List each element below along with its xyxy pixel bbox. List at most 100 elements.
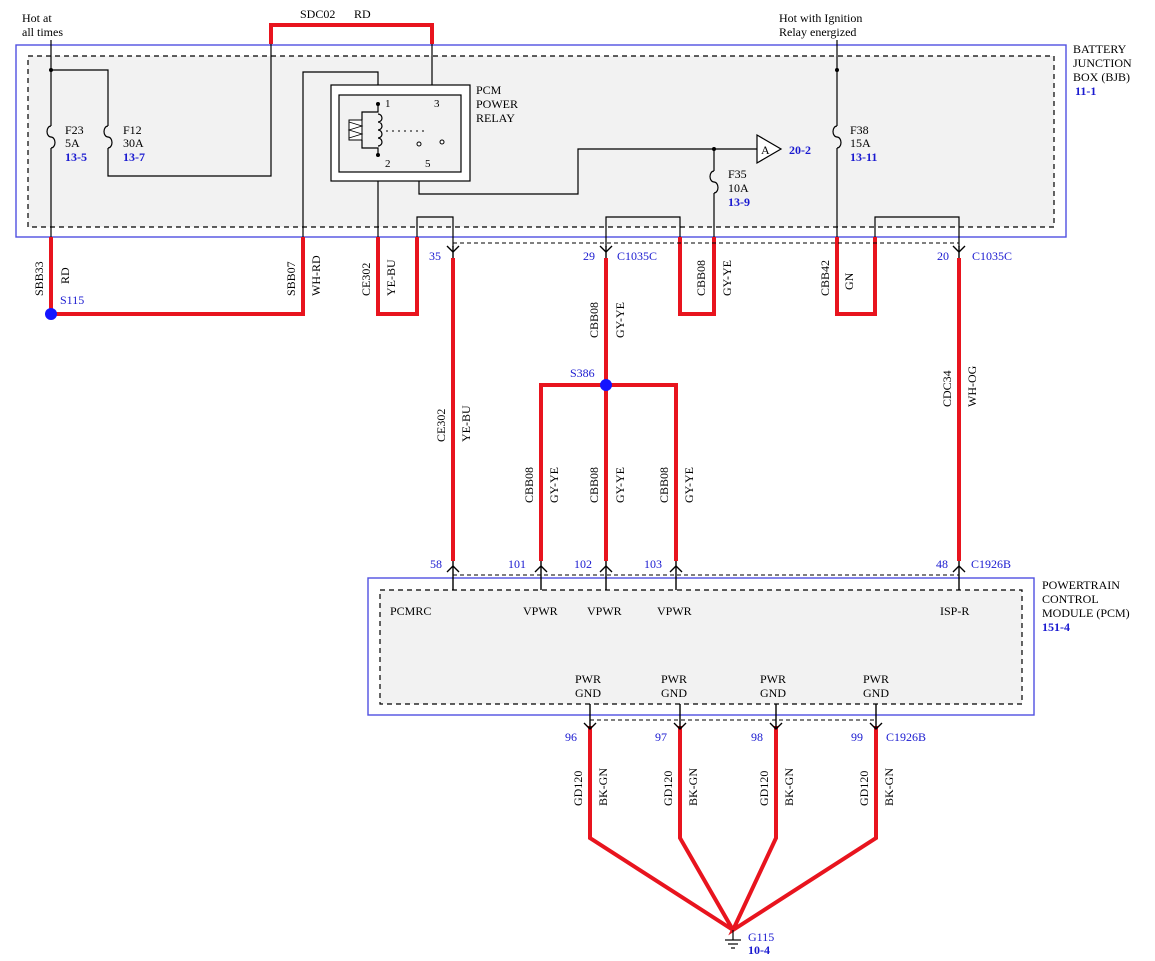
ground-icon [725,930,741,949]
pcm-connector-c1926b-bottom: C1926B [886,730,926,744]
label-gd120-96-color: BK-GN [596,768,610,806]
fuse-f38-rating: 15A [850,136,871,150]
hot-at-all-times-line-1: Hot at [22,11,52,25]
pcm-title-line-3: MODULE (PCM) [1042,606,1130,620]
wire-cbb08-101 [539,383,606,561]
relay-pin-5: 5 [425,158,431,170]
label-cbb08-102-circuit: CBB08 [587,467,601,503]
wire-sdc02 [269,23,434,44]
relay-pin-1: 1 [385,98,391,110]
bjb-connector-c1035c-b: C1035C [972,249,1012,263]
fuse-f12-icon [103,125,113,149]
pcm-pin-58: 58 [430,557,442,571]
label-cbb08-top-circuit: CBB08 [694,260,708,296]
label-cdc34-color: WH-OG [965,365,979,407]
splice-s386-label: S386 [570,366,595,380]
fuse-f35-id: F35 [728,167,747,181]
label-cbb08-101-color: GY-YE [547,467,561,503]
label-sbb07-color: WH-RD [309,255,323,296]
bjb-pin-29: 29 [583,249,595,263]
wire-cbb08-103 [606,383,678,561]
label-ce302-color: YE-BU [459,405,473,442]
fuse-f23-rating: 5A [65,136,80,150]
fuse-f12-id: F12 [123,123,142,137]
pcm-label-vpwr-103: VPWR [657,604,692,618]
label-cbb08-103-color: GY-YE [682,467,696,503]
bjb-connector-c1035c-a: C1035C [617,249,657,263]
label-ce302-circuit: CE302 [434,409,448,442]
pcm-gnd-97-line-2: GND [661,686,687,700]
label-cbb08-top-color: GY-YE [720,260,734,296]
splice-s115-label: S115 [60,293,84,307]
bjb-title-line-2: JUNCTION [1073,56,1132,70]
splice-s386-icon [600,379,612,391]
wire-labels: SBB33 RD SBB07 WH-RD CE302 YE-BU CBB08 G… [32,255,979,806]
label-cbb42-circuit: CBB42 [818,260,832,296]
hot-ignition-line-1: Hot with Ignition [779,11,862,25]
wire-sdc02-circuit: SDC02 [300,7,335,21]
wire-cbb42-loop [835,237,877,316]
label-gd120-98-circuit: GD120 [757,771,771,806]
fuse-f23-id: F23 [65,123,84,137]
label-ce302-top-color: YE-BU [384,259,398,296]
pcm-ref: 151-4 [1042,620,1070,634]
relay-title-line-3: RELAY [476,111,515,125]
label-cbb08-103-circuit: CBB08 [657,467,671,503]
label-sbb07-circuit: SBB07 [284,261,298,296]
pcm-pin-102: 102 [574,557,592,571]
pcm-pin-103: 103 [644,557,662,571]
pcm-gnd-96-line-2: GND [575,686,601,700]
pcm-connector-c1926b-top: C1926B [971,557,1011,571]
label-gd120-99-color: BK-GN [882,768,896,806]
fuse-f38-id: F38 [850,123,869,137]
pcm-pin-48: 48 [936,557,948,571]
splice-s115-icon [45,308,57,320]
wire-ce302-loop [376,237,419,316]
relay-pin-3: 3 [434,98,440,110]
label-cbb08-101-circuit: CBB08 [522,467,536,503]
label-gd120-97-circuit: GD120 [661,771,675,806]
pcm-title-line-2: CONTROL [1042,592,1099,606]
pcm-gnd-96-line-1: PWR [575,672,601,686]
label-cbb08-102-color: GY-YE [613,467,627,503]
pcm-pin-99: 99 [851,730,863,744]
fuse-f35-icon [709,170,719,194]
offpage-letter: A [761,143,770,157]
wire-gd120-96-97 [588,726,735,932]
label-gd120-96-circuit: GD120 [571,771,585,806]
bjb-title-line-1: BATTERY [1073,42,1127,56]
offpage-ref: 20-2 [789,143,811,157]
fuse-f12-ref: 13-7 [123,150,145,164]
hot-ignition-line-2: Relay energized [779,25,856,39]
wire-sdc02-color: RD [354,7,371,21]
bjb-pin-35: 35 [429,249,441,263]
fuse-f23-ref: 13-5 [65,150,87,164]
pcm-gnd-99-line-2: GND [863,686,889,700]
wire-cbb08-loop [678,237,716,316]
pcm-gnd-pin-arrows [583,704,883,730]
label-cbb08-mid-circuit: CBB08 [587,302,601,338]
label-gd120-99-circuit: GD120 [857,771,871,806]
bjb-title-line-3: BOX (BJB) [1073,70,1130,84]
fuse-f35-ref: 13-9 [728,195,750,209]
battery-junction-box [15,44,1067,238]
pcm-pin-98: 98 [751,730,763,744]
wire-gd120-98-99 [728,726,878,936]
relay-coil-icon [377,113,383,147]
label-sbb33-color: RD [58,267,72,284]
pcm-label-vpwr-102: VPWR [587,604,622,618]
pcm-pin-101: 101 [508,557,526,571]
label-gd120-97-color: BK-GN [686,768,700,806]
offpage-arrow-icon [756,133,783,165]
relay-title-line-1: PCM [476,83,502,97]
pcm-gnd-97-line-1: PWR [661,672,687,686]
fuse-f23-icon [46,125,56,149]
label-sbb33-circuit: SBB33 [32,261,46,296]
relay-title-line-2: POWER [476,97,518,111]
fuse-f35-rating: 10A [728,181,749,195]
pcm-power-relay [330,84,471,182]
fuse-f38-ref: 13-11 [850,150,877,164]
pcm-pin-97: 97 [655,730,667,744]
hot-at-all-times-line-2: all times [22,25,63,39]
pcm-pin-96: 96 [565,730,577,744]
